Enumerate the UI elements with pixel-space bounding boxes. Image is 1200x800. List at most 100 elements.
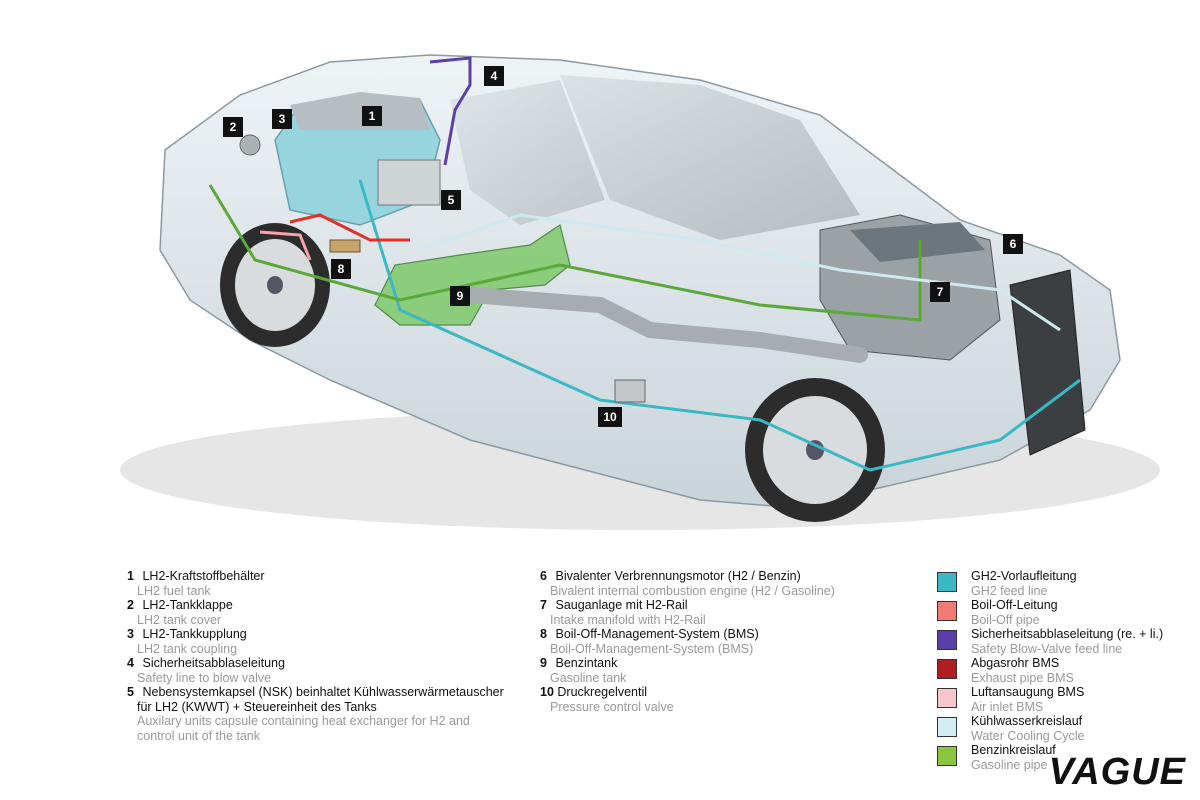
intake-manifold bbox=[850, 222, 985, 262]
legend-de: Sauganlage mit H2-Rail bbox=[555, 598, 688, 612]
callout-9: 9 bbox=[450, 286, 470, 306]
radiator bbox=[1009, 269, 1086, 456]
callout-5: 5 bbox=[441, 190, 461, 210]
legend-en: Gasoline tank bbox=[550, 670, 627, 685]
gasoline-tank bbox=[374, 224, 571, 326]
legend-parts-middle: 6 Bivalenter Verbrennungsmotor (H2 / Ben… bbox=[540, 569, 900, 714]
key-en: GH2 feed line bbox=[971, 583, 1048, 598]
rear-wheel bbox=[220, 223, 330, 347]
legend-de-cont: für LH2 (KWWT) + Steuereinheit des Tanks bbox=[137, 699, 377, 714]
legend-en: Pressure control valve bbox=[550, 699, 674, 714]
water-cooling-cycle bbox=[419, 213, 1061, 332]
swatch bbox=[937, 688, 957, 708]
legend-item-3: 3 LH2-Tankkupplung LH2 tank coupling bbox=[127, 627, 527, 656]
legend-en: Bivalent internal combustion engine (H2 … bbox=[550, 583, 835, 598]
key-en: Gasoline pipe bbox=[971, 757, 1048, 772]
legend-num: 8 bbox=[540, 627, 547, 641]
windshield bbox=[560, 75, 860, 240]
key-de: GH2-Vorlaufleitung bbox=[971, 569, 1077, 583]
legend-item-10: 10 Druckregelventil Pressure control val… bbox=[540, 685, 900, 714]
legend-item-4: 4 Sicherheitsabblaseleitung Safety line … bbox=[127, 656, 527, 685]
swatch bbox=[937, 717, 957, 737]
bms-unit bbox=[329, 239, 361, 253]
legend-en: LH2 tank cover bbox=[137, 612, 222, 627]
legend-de: LH2-Tankkupplung bbox=[142, 627, 247, 641]
callout-2: 2 bbox=[223, 117, 243, 137]
legend-en: Auxilary units capsule containing heat e… bbox=[137, 714, 470, 728]
key-de: Sicherheitsabblaseleitung (re. + li.) bbox=[971, 627, 1164, 641]
legend-de: Druckregelventil bbox=[557, 685, 648, 699]
aux-capsule bbox=[377, 159, 441, 206]
tank-cover bbox=[239, 134, 261, 156]
legend-en: Boil-Off-Management-System (BMS) bbox=[550, 641, 754, 656]
callout-4: 4 bbox=[484, 66, 504, 86]
callout-3: 3 bbox=[272, 109, 292, 129]
key-de: Kühlwasserkreislauf bbox=[971, 714, 1083, 728]
key-en: Safety Blow-Valve feed line bbox=[971, 641, 1123, 656]
car-cutaway-illustration bbox=[120, 54, 1160, 530]
key-en: Air inlet BMS bbox=[971, 699, 1044, 714]
legend-num: 5 bbox=[127, 685, 134, 699]
vague-watermark: VAGUE bbox=[1048, 751, 1186, 793]
legend-de: Boil-Off-Management-System (BMS) bbox=[555, 627, 759, 641]
swatch bbox=[937, 630, 957, 650]
key-safety-blow-line: Sicherheitsabblaseleitung (re. + li.)Saf… bbox=[937, 627, 1187, 656]
boil-off-pipe bbox=[289, 213, 410, 242]
callout-8: 8 bbox=[331, 259, 351, 279]
legend-num: 6 bbox=[540, 569, 547, 583]
side-window bbox=[450, 80, 605, 225]
gasoline-pipe bbox=[208, 184, 922, 322]
legend-de: Bivalenter Verbrennungsmotor (H2 / Benzi… bbox=[555, 569, 801, 583]
swatch bbox=[937, 572, 957, 592]
key-de: Benzinkreislauf bbox=[971, 743, 1056, 757]
swatch bbox=[937, 746, 957, 766]
legend-item-9: 9 Benzintank Gasoline tank bbox=[540, 656, 900, 685]
key-en: Exhaust pipe BMS bbox=[971, 670, 1074, 685]
legend-parts-left: 1 LH2-Kraftstoffbehälter LH2 fuel tank 2… bbox=[127, 569, 527, 743]
legend-num: 4 bbox=[127, 656, 134, 670]
legend-de: LH2-Kraftstoffbehälter bbox=[142, 569, 265, 583]
legend-item-8: 8 Boil-Off-Management-System (BMS) Boil-… bbox=[540, 627, 900, 656]
swatch bbox=[937, 601, 957, 621]
legend-num: 7 bbox=[540, 598, 547, 612]
legend-en-cont: control unit of the tank bbox=[137, 728, 260, 743]
front-wheel bbox=[745, 378, 885, 522]
callout-7: 7 bbox=[930, 282, 950, 302]
legend-de: Benzintank bbox=[555, 656, 618, 670]
swatch bbox=[937, 659, 957, 679]
legend-num: 3 bbox=[127, 627, 134, 641]
legend-en: Safety line to blow valve bbox=[137, 670, 272, 685]
legend-item-5: 5 Nebensystemkapsel (NSK) beinhaltet Küh… bbox=[127, 685, 527, 743]
gh2-feed-line bbox=[358, 179, 1081, 472]
pressure-control-valve bbox=[614, 379, 646, 403]
legend-item-6: 6 Bivalenter Verbrennungsmotor (H2 / Ben… bbox=[540, 569, 900, 598]
legend-de: LH2-Tankklappe bbox=[142, 598, 233, 612]
legend-num: 9 bbox=[540, 656, 547, 670]
callout-6: 6 bbox=[1003, 234, 1023, 254]
legend-num: 10 bbox=[540, 685, 554, 699]
key-en: Water Cooling Cycle bbox=[971, 728, 1085, 743]
legend-item-7: 7 Sauganlage mit H2-Rail Intake manifold… bbox=[540, 598, 900, 627]
legend-en: LH2 fuel tank bbox=[137, 583, 211, 598]
legend-de: Nebensystemkapsel (NSK) beinhaltet Kühlw… bbox=[142, 685, 504, 699]
legend-num: 1 bbox=[127, 569, 134, 583]
legend-de: Sicherheitsabblaseleitung bbox=[142, 656, 285, 670]
legend-en: Intake manifold with H2-Rail bbox=[550, 612, 706, 627]
key-de: Luftansaugung BMS bbox=[971, 685, 1085, 699]
air-inlet-bms bbox=[259, 230, 312, 261]
key-de: Boil-Off-Leitung bbox=[971, 598, 1058, 612]
callout-10: 10 bbox=[598, 407, 622, 427]
tank-shell bbox=[290, 92, 430, 130]
exhaust-system bbox=[462, 287, 868, 363]
key-en: Boil-Off pipe bbox=[971, 612, 1040, 627]
safety-blow-line bbox=[429, 56, 472, 166]
callout-1: 1 bbox=[362, 106, 382, 126]
key-de: Abgasrohr BMS bbox=[971, 656, 1060, 670]
legend-item-1: 1 LH2-Kraftstoffbehälter LH2 fuel tank bbox=[127, 569, 527, 598]
